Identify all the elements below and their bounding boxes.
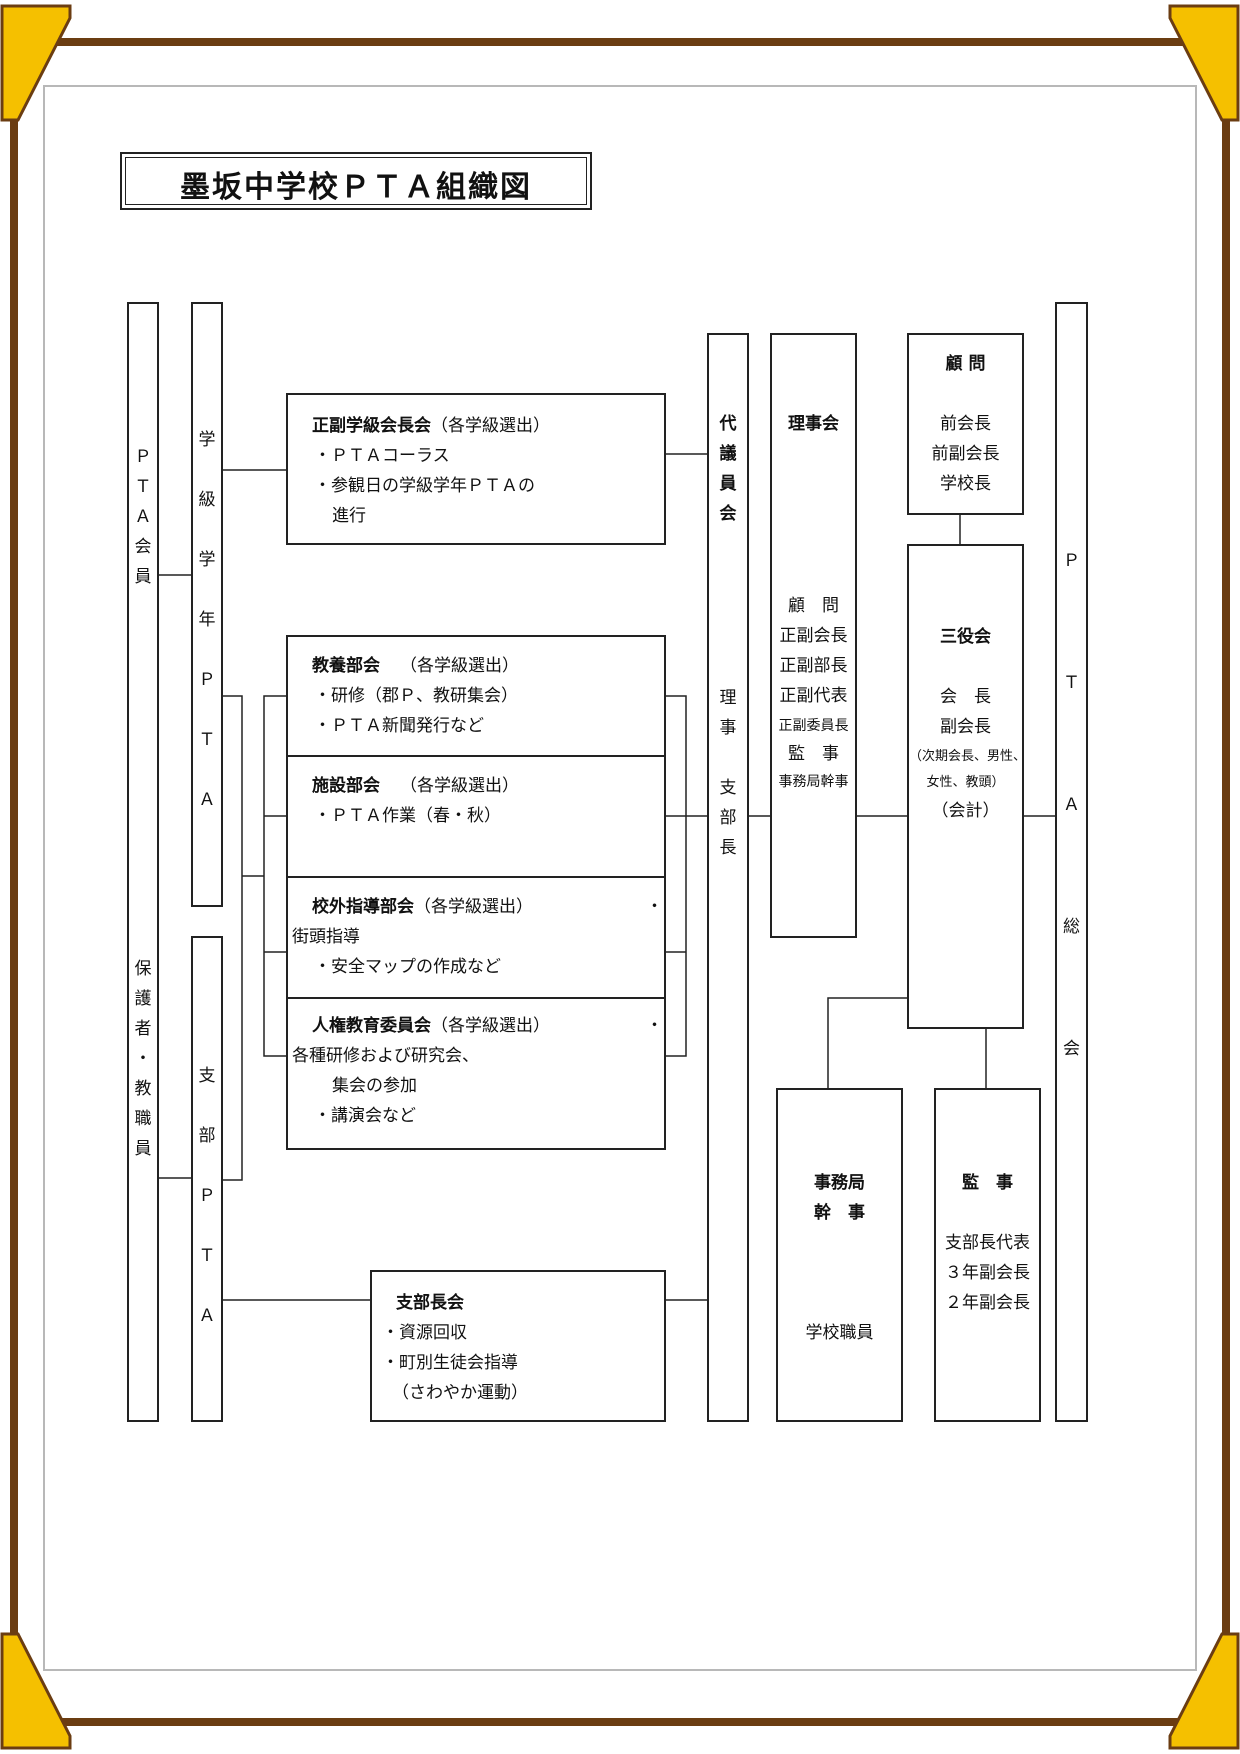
committee-facilities: 施設部会 （各学級選出） ・ＰＴＡ作業（春・秋） [288, 757, 664, 878]
committee-outside-guidance: 校外指導部会（各学級選出） ・ 街頭指導 ・安全マップの作成など [288, 878, 664, 999]
board-line-5: 正副委員長 [778, 718, 849, 734]
page-title: 墨坂中学校ＰＴＡ組織図 [180, 170, 532, 205]
officers-title: 三役会 [940, 627, 991, 647]
officers-note-line-1: （次期会長、男性、 [909, 749, 1027, 764]
class-council-line-3: 進行 [332, 506, 366, 526]
committee-human-rights-bullet: ・ [646, 1016, 663, 1036]
secretariat-title-line-1: 事務局 [814, 1173, 865, 1193]
board-box: 理事会 顧 問 正副会長 正副部長 正副代表 正副委員長 監 事 事務局幹事 [770, 333, 857, 938]
corner-ornament-bottom-left [0, 1632, 72, 1750]
committee-culture-line-1: ・研修（郡Ｐ、教研集会） [314, 686, 518, 706]
auditor-line-3: ２年副会長 [945, 1293, 1030, 1313]
committee-outside-guidance-bullet: ・ [646, 897, 663, 917]
secretariat-body: 学校職員 [805, 1323, 874, 1343]
officers-line-1: 会 長 [940, 687, 991, 707]
auditor-title: 監 事 [962, 1173, 1013, 1193]
auditor-box: 監 事 支部長代表 ３年副会長 ２年副会長 [934, 1088, 1041, 1422]
board-line-7: 事務局幹事 [778, 774, 849, 790]
class-council-note: （各学級選出） [431, 416, 550, 436]
committee-outside-guidance-note: （各学級選出） [414, 897, 533, 917]
class-council-line-2: ・参観日の学級学年ＰＴＡの [314, 476, 535, 496]
council-column: 代議員会 理事支部長 [707, 333, 749, 1422]
committee-outside-guidance-title: 校外指導部会 [312, 897, 414, 917]
board-line-3: 正副部長 [779, 656, 848, 676]
committee-human-rights-line-3: ・講演会など [314, 1106, 416, 1126]
committee-outside-guidance-line-2: ・安全マップの作成など [314, 957, 501, 977]
branch-council-line-3: （さわやか運動） [392, 1383, 528, 1403]
committee-human-rights-title: 人権教育委員会 [312, 1016, 431, 1036]
advisor-line-3: 学校長 [940, 474, 991, 494]
officers-line-2: 副会長 [940, 717, 991, 737]
secretariat-title-line-2: 幹 事 [814, 1203, 865, 1223]
committee-culture-note: （各学級選出） [400, 656, 519, 676]
board-line-4: 正副代表 [779, 686, 848, 706]
committees-box: 教養部会 （各学級選出） ・研修（郡Ｐ、教研集会） ・ＰＴＡ新聞発行など 施設部会… [286, 635, 666, 1150]
advisor-line-1: 前会長 [940, 414, 991, 434]
advisor-line-2: 前副会長 [931, 444, 1000, 464]
corner-ornament-bottom-right [1168, 1632, 1240, 1750]
committee-facilities-title: 施設部会 [312, 776, 380, 796]
secretariat-box: 事務局 幹 事 学校職員 [776, 1088, 903, 1422]
council-column-bottom-label: 理事支部長 [719, 688, 737, 858]
board-line-2: 正副会長 [779, 626, 848, 646]
officers-accounting: （会計） [931, 801, 1000, 821]
committee-culture-line-2: ・ＰＴＡ新聞発行など [314, 716, 484, 736]
corner-ornament-top-right [1168, 4, 1240, 122]
branch-council-title: 支部長会 [396, 1293, 464, 1313]
advisor-box: 顧 問 前会長 前副会長 学校長 [907, 333, 1024, 515]
council-column-top-label: 代議員会 [719, 414, 737, 524]
title-box: 墨坂中学校ＰＴＡ組織図 [120, 152, 592, 210]
class-council-line-1: ・ＰＴＡコーラス [314, 446, 450, 466]
corner-ornament-top-left [0, 4, 72, 122]
branch-council-line-2: ・町別生徒会指導 [382, 1353, 518, 1373]
class-council-box: 正副学級会長会（各学級選出） ・ＰＴＡコーラス ・参観日の学級学年ＰＴＡの 進行 [286, 393, 666, 545]
auditor-line-2: ３年副会長 [945, 1263, 1030, 1283]
class-council-title: 正副学級会長会 [312, 416, 431, 436]
committee-facilities-note: （各学級選出） [400, 776, 519, 796]
committee-human-rights-line-2: 集会の参加 [332, 1076, 417, 1096]
board-title: 理事会 [788, 414, 839, 434]
committee-human-rights: 人権教育委員会（各学級選出） ・ 各種研修および研究会、 集会の参加 ・講演会な… [288, 999, 664, 1148]
committee-human-rights-line-1: 各種研修および研究会、 [292, 1046, 479, 1066]
committee-culture: 教養部会 （各学級選出） ・研修（郡Ｐ、教研集会） ・ＰＴＡ新聞発行など [288, 637, 664, 757]
committee-culture-title: 教養部会 [312, 656, 380, 676]
officers-note-line-2: 女性、教頭） [926, 775, 1005, 790]
board-line-1: 顧 問 [788, 596, 839, 616]
branch-council-line-1: ・資源回収 [382, 1323, 467, 1343]
advisor-title: 顧 問 [945, 354, 986, 374]
committee-human-rights-note: （各学級選出） [431, 1016, 550, 1036]
committee-outside-guidance-line-1: 街頭指導 [292, 927, 360, 947]
officers-box: 三役会 会 長 副会長 （次期会長、男性、 女性、教頭） （会計） [907, 544, 1027, 1029]
board-line-6: 監 事 [788, 744, 839, 764]
branch-council-box: 支部長会 ・資源回収 ・町別生徒会指導 （さわやか運動） [370, 1270, 666, 1422]
committee-facilities-line-1: ・ＰＴＡ作業（春・秋） [314, 806, 501, 826]
pta-members-bottom-label: 保護者・教職員 [134, 959, 152, 1159]
auditor-line-1: 支部長代表 [945, 1233, 1030, 1253]
